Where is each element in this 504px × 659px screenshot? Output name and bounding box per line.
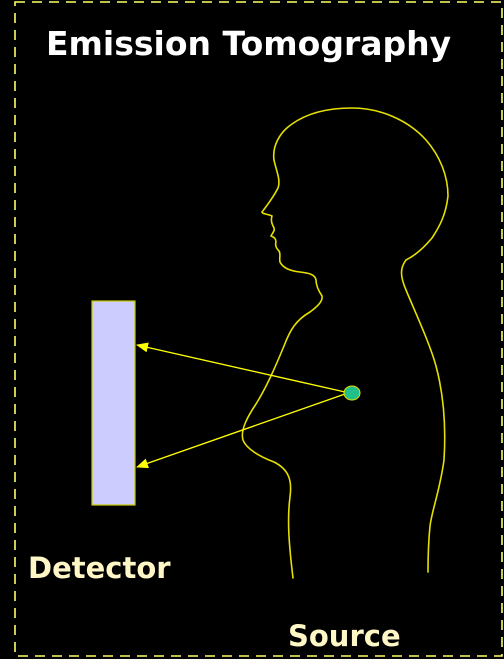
radiation-source-dot <box>343 385 361 401</box>
emission-ray-upper <box>136 342 346 393</box>
detector-panel <box>91 300 136 506</box>
dashed-frame <box>14 1 503 657</box>
emission-ray-lower <box>136 393 346 469</box>
slide-title: Emission Tomography <box>46 24 452 63</box>
detector-label: Detector <box>28 551 171 585</box>
source-label: Source <box>288 619 401 653</box>
body-outline <box>241 107 449 579</box>
